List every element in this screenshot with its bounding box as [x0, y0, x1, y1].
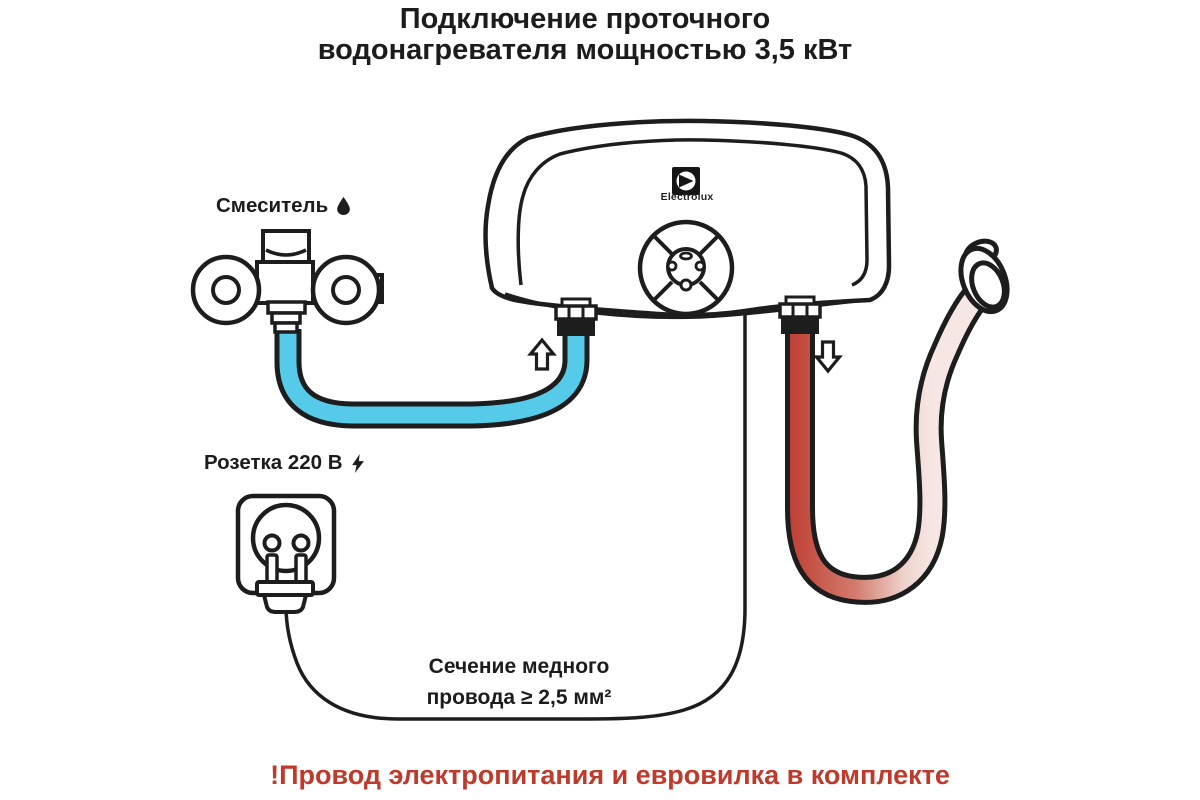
wall-socket [235, 493, 337, 596]
outlet-label: Розетка 220 В [204, 451, 365, 475]
heater-front-panel-line [516, 138, 869, 287]
wire-note: Сечение медного провода ≥ 2,5 мм² [369, 651, 669, 713]
euro-plug [255, 553, 315, 614]
heater-control-knob [637, 219, 735, 317]
hot-water-hose [785, 260, 1007, 605]
lightning-icon [351, 453, 364, 473]
cold-flow-up-arrow-icon [527, 337, 557, 371]
wire-note-line-1: Сечение медного [428, 655, 610, 678]
footer-note: !Провод электропитания и евровилка в ком… [270, 760, 950, 790]
cold-inlet-fitting [554, 297, 598, 336]
water-drop-icon [337, 197, 351, 215]
mixer-spout [261, 229, 311, 264]
title-line-2: водонагревателя мощностью 3,5 кВт [317, 34, 853, 66]
electrolux-logo-icon [672, 167, 700, 195]
mixer-label: Смеситель [216, 194, 351, 218]
hot-outlet-fitting [778, 295, 822, 334]
water-heater [483, 118, 892, 320]
title-line-1: Подключение проточного [399, 3, 771, 35]
power-cord [284, 313, 747, 721]
hot-flow-down-arrow-icon [813, 340, 843, 374]
heater-outer-shell [483, 118, 892, 318]
wire-note-line-2: провода ≥ 2,5 мм² [426, 686, 612, 709]
page-title: Подключение проточного водонагревателя м… [0, 4, 1170, 66]
brand-label: Electrolux [660, 191, 714, 203]
mixer-tap [190, 229, 384, 334]
shower-head [958, 238, 1010, 315]
outlet-label-text: Розетка 220 В [204, 451, 343, 474]
cold-water-hose [274, 329, 590, 429]
mixer-label-text: Смеситель [216, 194, 329, 217]
